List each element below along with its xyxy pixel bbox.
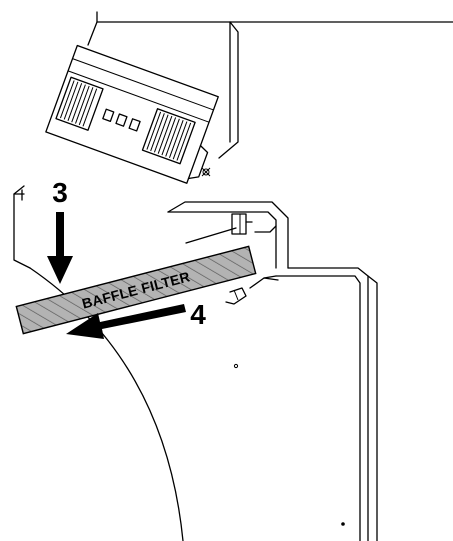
- filter-clip: [231, 213, 253, 235]
- control-button: [102, 108, 115, 123]
- hood-lower-body: [225, 267, 378, 541]
- step-3: 3: [47, 177, 73, 284]
- step-4: 4: [66, 299, 206, 339]
- step-4-arrow-left: [66, 304, 186, 339]
- fastener: [201, 167, 211, 177]
- vent-grille-right: [141, 108, 196, 165]
- hood-left-wall: [13, 185, 31, 269]
- lower-filter-clip: [225, 287, 247, 305]
- step-4-number: 4: [190, 299, 206, 330]
- control-panel: [45, 44, 219, 184]
- support-rod: [185, 227, 237, 244]
- step-3-arrow-down: [47, 212, 73, 284]
- grease-channel: [167, 201, 289, 269]
- control-button: [115, 113, 128, 127]
- rivet: [341, 522, 345, 526]
- rivet: [233, 363, 239, 369]
- step-3-number: 3: [52, 177, 68, 208]
- vent-grille-left: [55, 76, 104, 131]
- hood-housing: [87, 11, 453, 159]
- control-button: [128, 118, 141, 132]
